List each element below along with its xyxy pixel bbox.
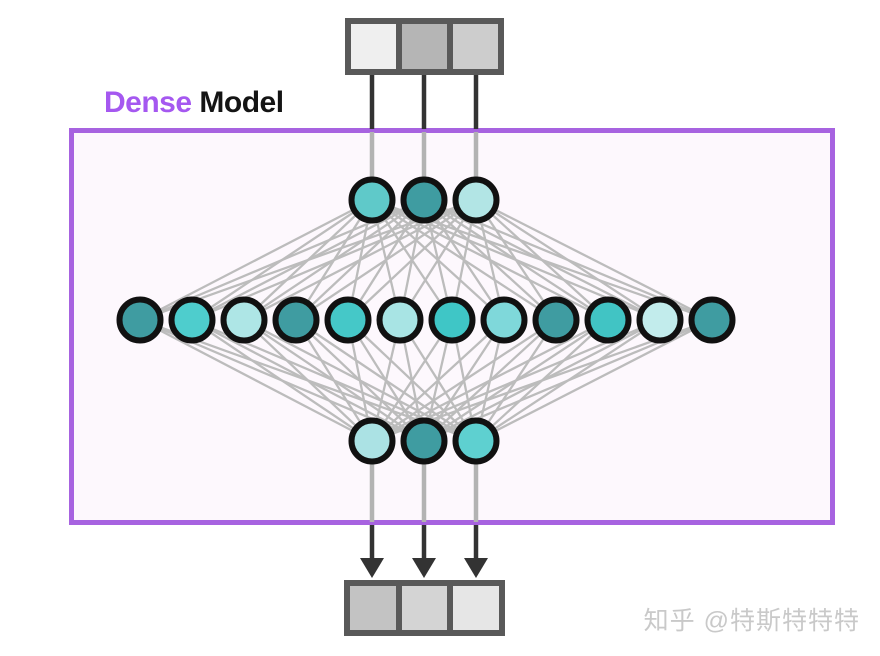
dense-model-label-rest: Model xyxy=(191,86,284,119)
output-token-strip xyxy=(344,580,505,636)
input-token-cell xyxy=(351,24,396,69)
dense-model-label-highlight: Dense xyxy=(104,86,192,119)
watermark-text: 知乎 @特斯特特特 xyxy=(643,607,860,635)
dense-model-label: Dense Model xyxy=(104,86,284,120)
dense-model-box xyxy=(69,128,835,525)
output-token-cell xyxy=(453,586,500,630)
input-token-cell xyxy=(453,24,498,69)
input-token-cell xyxy=(402,24,447,69)
input-token-strip xyxy=(345,18,504,75)
output-token-cell xyxy=(401,586,448,630)
output-token-cell xyxy=(350,586,396,630)
